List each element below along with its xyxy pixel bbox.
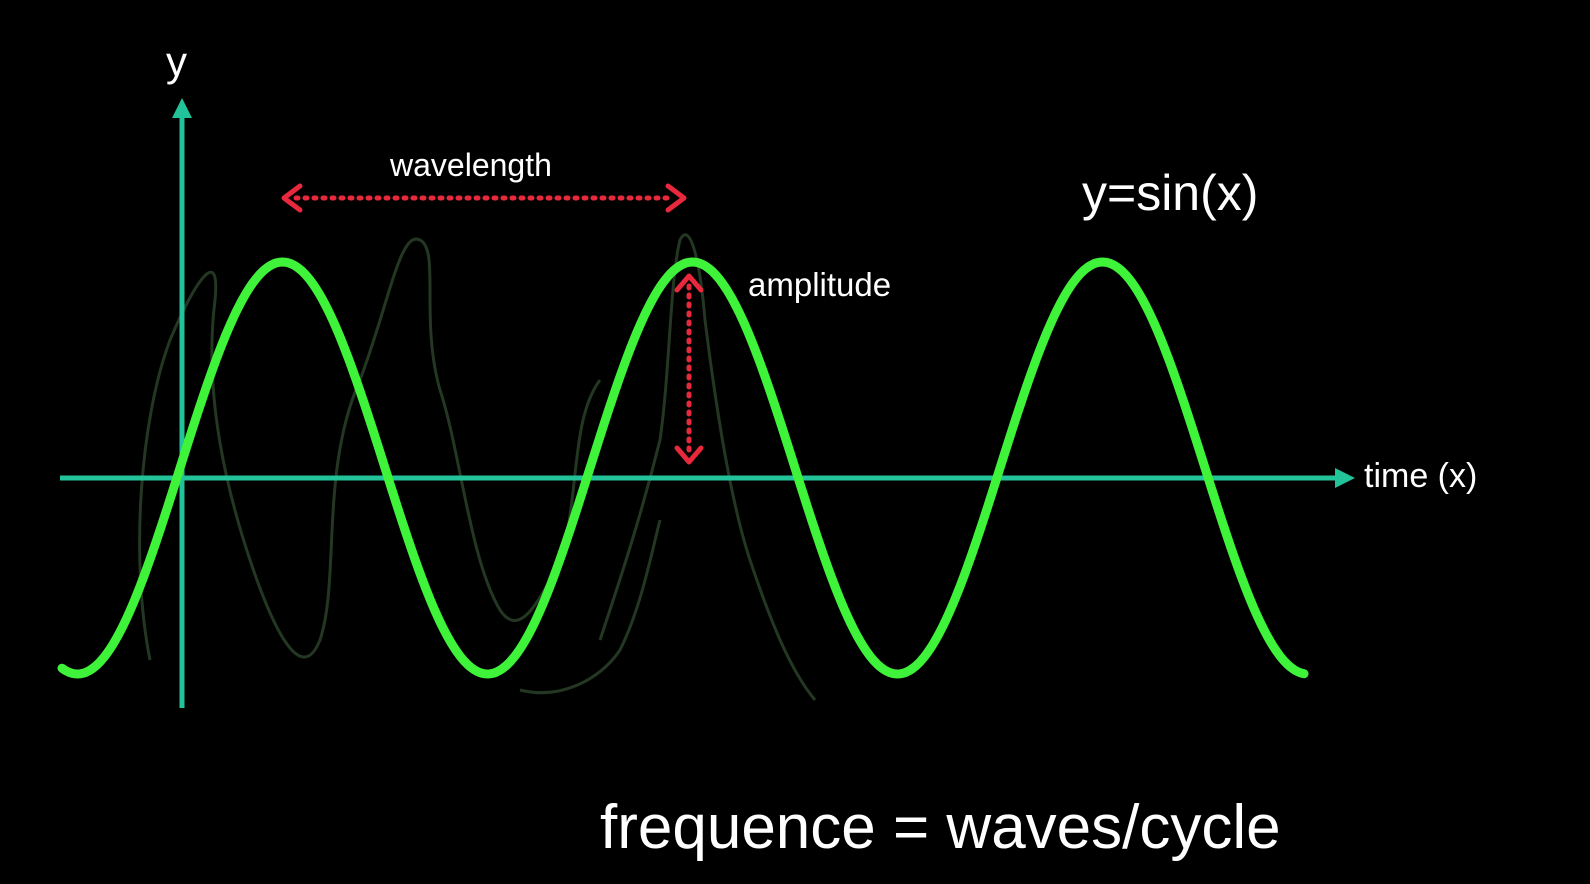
amplitude-label: amplitude [748,266,891,303]
wavelength-label: wavelength [389,147,552,183]
equation-label: y=sin(x) [1082,165,1258,221]
frequency-caption: frequence = waves/cycle [600,793,1281,862]
amplitude-arrow [674,273,704,465]
amplitude-arrowhead-bottom [674,445,704,465]
sine-wave-curve [57,257,1309,679]
ghost-squiggle-3 [519,519,662,695]
x-axis-label: time (x) [1364,457,1477,495]
y-axis-label: y [166,38,187,85]
ghost-squiggle-1 [138,237,602,661]
wavelength-arrowhead-left [281,183,303,213]
wavelength-arrowhead-right [665,183,687,213]
wavelength-arrow [281,183,687,213]
amplitude-arrowhead-top [674,273,704,293]
ghost-squiggle-2 [598,233,817,701]
